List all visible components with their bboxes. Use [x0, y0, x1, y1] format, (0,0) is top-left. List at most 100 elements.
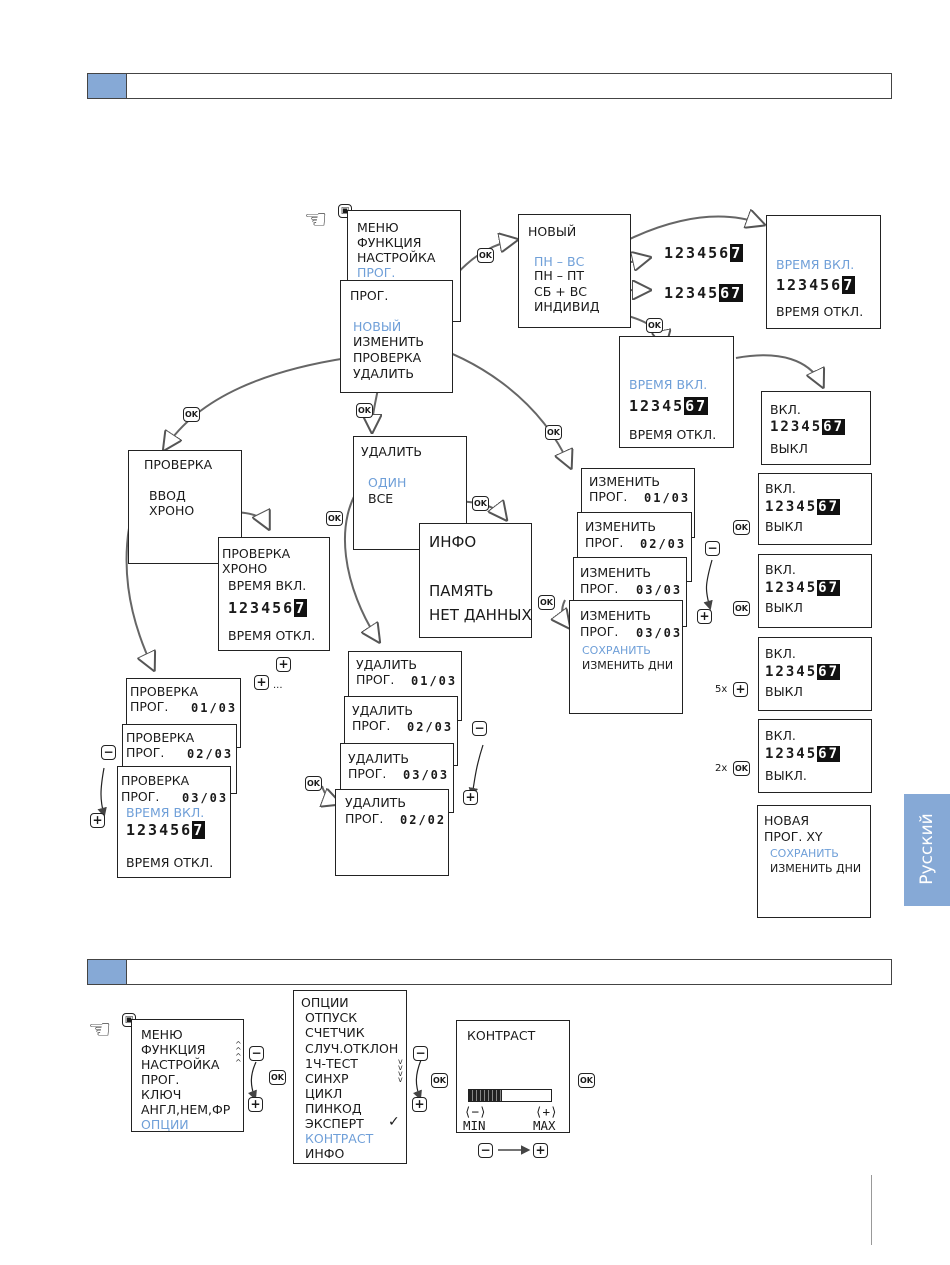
minus-key[interactable]: −	[705, 541, 720, 556]
plus-key[interactable]: +	[248, 1097, 263, 1112]
info-no-data: НЕТ ДАННЫХ	[429, 606, 532, 624]
off-label: ВЫКЛ	[770, 441, 808, 456]
days-display: 1234567	[126, 821, 206, 839]
ok-key[interactable]: OK	[305, 776, 322, 791]
days-display: 1234567	[776, 276, 856, 294]
prog-label: ПРОГ.	[580, 624, 619, 639]
on-off-screen-1: ВКЛ. 1234567 ВЫКЛ	[761, 391, 871, 465]
contrast-bar-fill	[469, 1090, 502, 1101]
minus-key[interactable]: −	[101, 745, 116, 760]
prog-counter: 01/03	[644, 491, 691, 505]
check-prog-screen-3: ПРОВЕРКА ПРОГ. 03/03 ВРЕМЯ ВКЛ. 1234567 …	[117, 766, 231, 878]
ok-key[interactable]: OK	[326, 511, 343, 526]
new-prog-screen: НОВАЯ ПРОГ. XY СОХРАНИТЬ ИЗМЕНИТЬ ДНИ	[757, 805, 871, 918]
ok-key[interactable]: OK	[733, 601, 750, 616]
minus-key[interactable]: −	[472, 721, 487, 736]
margin-line	[871, 1175, 872, 1245]
new-item-sat-sun: СБ + ВС	[534, 284, 588, 299]
menu-item-menu: МЕНЮ	[141, 1027, 183, 1042]
time-off-label: ВРЕМЯ ОТКЛ.	[776, 304, 864, 319]
minus-key[interactable]: −	[249, 1046, 264, 1061]
off-label: ВЫКЛ	[765, 519, 803, 534]
menu-item-function: ФУНКЦИЯ	[141, 1042, 206, 1057]
prog-counter: 02/02	[400, 813, 447, 827]
check-prog-title: ПРОВЕРКА	[121, 773, 190, 788]
off-label: ВЫКЛ	[765, 684, 803, 699]
prog-counter: 02/03	[407, 720, 454, 734]
plus-key[interactable]: +	[412, 1097, 427, 1112]
ok-key[interactable]: OK	[545, 425, 562, 440]
prog-counter: 03/03	[636, 626, 683, 640]
check-prog-title: ПРОВЕРКА	[126, 730, 195, 745]
on-off-screen-5: ВКЛ. 1234567 ВЫКЛ.	[758, 719, 872, 793]
contrast-title: КОНТРАСТ	[467, 1028, 536, 1043]
section-header-2	[87, 959, 892, 985]
on-label: ВКЛ.	[765, 562, 796, 577]
on-off-screen-2: ВКЛ. 1234567 ВЫКЛ	[758, 473, 872, 545]
ok-key[interactable]: OK	[269, 1070, 286, 1085]
delete-title: УДАЛИТЬ	[361, 444, 422, 459]
new-prog-title: НОВАЯ	[764, 813, 810, 828]
option-pincode: ПИНКОД	[305, 1101, 362, 1116]
save-option: СОХРАНИТЬ	[582, 644, 651, 657]
prog-counter: 01/03	[411, 674, 458, 688]
info-screen: ИНФО ПАМЯТЬ НЕТ ДАННЫХ	[419, 523, 532, 638]
ok-key[interactable]: OK	[477, 248, 494, 263]
option-cycle: ЦИКЛ	[305, 1086, 343, 1101]
new-item-mon-sun: ПН – ВС	[534, 254, 585, 269]
change-days-option: ИЗМЕНИТЬ ДНИ	[770, 862, 862, 875]
prog-label: ПРОГ.	[589, 489, 628, 504]
save-option: СОХРАНИТЬ	[770, 847, 839, 860]
prog-label: ПРОГ.	[121, 789, 160, 804]
option-vacation: ОТПУСК	[305, 1010, 358, 1025]
check-prog-title: ПРОВЕРКА	[130, 684, 199, 699]
plus-key[interactable]: +	[276, 657, 291, 672]
ok-key[interactable]: OK	[733, 761, 750, 776]
section-header-1	[87, 73, 892, 99]
repeat-2x-label: 2x	[715, 763, 728, 774]
prog-counter: 02/03	[187, 747, 234, 761]
ok-key[interactable]: OK	[646, 318, 663, 333]
plus-key[interactable]: +	[733, 682, 748, 697]
check-item-input: ВВОД	[149, 488, 186, 503]
days-display-weekend: 1234567	[664, 284, 744, 302]
ok-key[interactable]: OK	[431, 1073, 448, 1088]
menu-item-language: АНГЛ,НЕМ,ФР	[141, 1102, 231, 1117]
contrast-screen: КОНТРАСТ ⟨−⟩ ⟨+⟩ MIN MAX	[456, 1020, 570, 1133]
ok-key[interactable]: OK	[578, 1073, 595, 1088]
prog-counter: 01/03	[191, 701, 238, 715]
plus-key[interactable]: +	[90, 813, 105, 828]
on-label: ВКЛ.	[770, 402, 801, 417]
ok-key[interactable]: OK	[472, 496, 489, 511]
minus-key[interactable]: −	[478, 1143, 493, 1158]
plus-key[interactable]: +	[254, 675, 269, 690]
ok-key[interactable]: OK	[733, 520, 750, 535]
contrast-plus-hint: ⟨+⟩	[535, 1104, 558, 1119]
change-prog-title: ИЗМЕНИТЬ	[589, 474, 661, 489]
prog-item-delete: УДАЛИТЬ	[353, 366, 414, 381]
plus-key[interactable]: +	[697, 609, 712, 624]
days-display-weekdays: 1234567	[664, 244, 744, 262]
days-display: 1234567	[770, 419, 846, 435]
language-tab: Русский	[904, 794, 950, 906]
check-chrono-title: ПРОВЕРКА	[222, 546, 291, 561]
ok-key[interactable]: OK	[183, 407, 200, 422]
prog-counter: 03/03	[403, 768, 450, 782]
time-on-label: ВРЕМЯ ВКЛ.	[629, 377, 708, 392]
delete-prog-title: УДАЛИТЬ	[345, 795, 406, 810]
plus-key[interactable]: +	[463, 790, 478, 805]
menu-item-prog: ПРОГ.	[357, 265, 396, 280]
ok-key[interactable]: OK	[538, 595, 555, 610]
repeat-5x-label: 5x	[715, 684, 728, 695]
plus-key[interactable]: +	[533, 1143, 548, 1158]
ok-key[interactable]: OK	[356, 403, 373, 418]
check-item-chrono: ХРОНО	[149, 503, 195, 518]
prog-counter: 02/03	[640, 537, 687, 551]
minus-key[interactable]: −	[413, 1046, 428, 1061]
new-menu-title: НОВЫЙ	[528, 224, 577, 239]
prog-item-check: ПРОВЕРКА	[353, 350, 422, 365]
prog-label: ПРОГ.	[580, 581, 619, 596]
prog-counter: 03/03	[182, 791, 229, 805]
on-off-screen-3: ВКЛ. 1234567 ВЫКЛ	[758, 554, 872, 628]
option-counter: СЧЕТЧИК	[305, 1025, 365, 1040]
